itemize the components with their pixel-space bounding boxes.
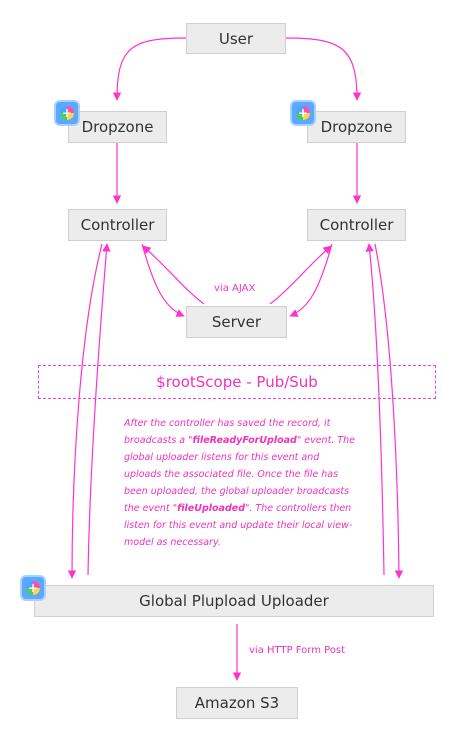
- node-dropzone-right-label: Dropzone: [320, 118, 393, 136]
- annotation-part2: " event. The global uploader listens for…: [124, 435, 355, 514]
- node-dropzone-right: Dropzone: [307, 111, 406, 143]
- plus-icon: +: [292, 102, 314, 124]
- edge-label-http-post: via HTTP Form Post: [249, 645, 346, 656]
- node-user-label: User: [218, 29, 254, 48]
- node-dropzone-left: Dropzone: [68, 111, 167, 143]
- node-pubsub-label: $rootScope - Pub/Sub: [156, 373, 318, 391]
- arrow-controller-left-to-uploader: [67, 243, 103, 579]
- annotation-event-uploaded: fileUploaded: [177, 503, 245, 514]
- node-amazon-s3: Amazon S3: [176, 687, 298, 719]
- annotation-part3: ". The controllers then listen for this …: [124, 503, 353, 548]
- arrow-server-to-controller-right: [269, 245, 332, 305]
- arrow-controller-right-to-uploader: [374, 243, 404, 579]
- plus-icon: +: [56, 102, 78, 124]
- node-uploader: Global Plupload Uploader: [34, 585, 434, 617]
- arrow-uploader-to-controller-left: [87, 243, 111, 576]
- node-controller-right-label: Controller: [319, 216, 394, 234]
- arrow-controller-left-to-server: [141, 243, 185, 317]
- node-controller-left-label: Controller: [80, 216, 155, 234]
- arrow-server-to-controller-left: [142, 245, 205, 305]
- annotation-part1: After the controller has saved the recor…: [124, 418, 331, 446]
- arrow-uploader-to-controller-right: [365, 243, 385, 576]
- node-controller-left: Controller: [68, 209, 167, 241]
- node-amazon-s3-label: Amazon S3: [194, 694, 280, 712]
- node-controller-right: Controller: [307, 209, 406, 241]
- node-server-label: Server: [211, 313, 262, 331]
- node-pubsub: $rootScope - Pub/Sub: [38, 365, 436, 399]
- edge-label-ajax: via AJAX: [214, 283, 256, 294]
- node-user: User: [186, 23, 286, 54]
- annotation-text: After the controller has saved the recor…: [124, 415, 356, 551]
- arrow-user-to-dropzone-right: [285, 37, 362, 101]
- annotation-event-ready: fileReadyForUpload: [192, 435, 297, 446]
- node-server: Server: [186, 306, 287, 338]
- plus-icon: +: [22, 577, 44, 599]
- node-uploader-label: Global Plupload Uploader: [139, 592, 329, 610]
- node-dropzone-left-label: Dropzone: [81, 118, 154, 136]
- arrow-controller-right-to-server: [289, 243, 333, 317]
- arrow-user-to-dropzone-left: [112, 37, 187, 101]
